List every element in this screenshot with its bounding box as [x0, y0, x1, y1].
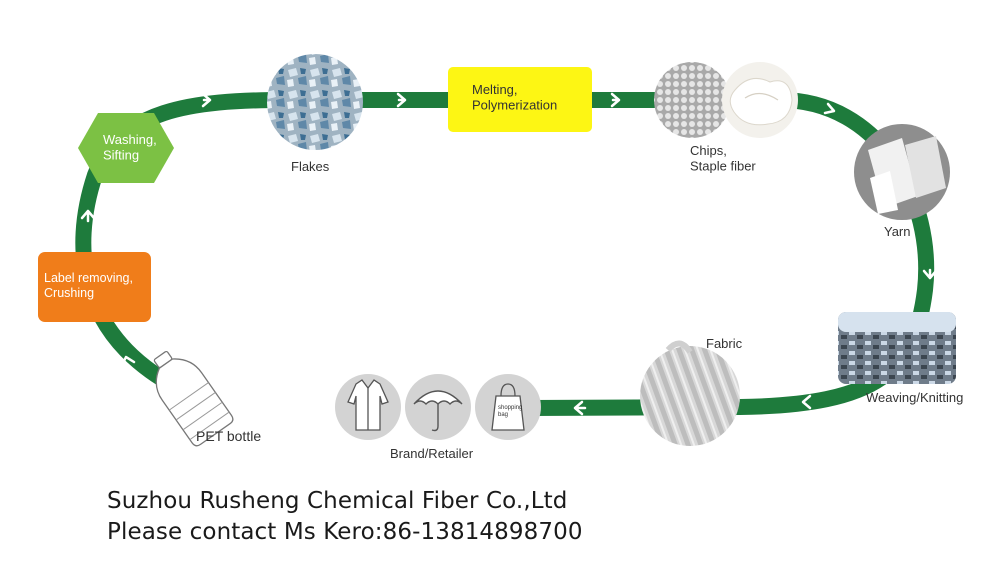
- arrow-left-icon: [573, 400, 587, 416]
- brand-caption: Brand/Retailer: [390, 446, 474, 461]
- chips-caption: Chips,Staple fiber: [690, 143, 756, 174]
- arrow-down-icon: [922, 268, 938, 280]
- arrow-up-icon: [80, 209, 96, 223]
- step-melting: Melting,Polymerization: [448, 67, 592, 132]
- coat-icon: [347, 379, 389, 431]
- step-melting-label: Melting,Polymerization: [472, 82, 557, 113]
- pet-bottle-caption: PET bottle: [196, 428, 261, 444]
- chips-staple-image: Chips,Staple fiber: [654, 62, 798, 174]
- process-track: [75, 92, 935, 416]
- arrow-right-icon: [610, 92, 621, 108]
- umbrella-icon: [413, 390, 463, 432]
- weaving-caption: Weaving/Knitting: [866, 390, 963, 405]
- arrow-right-icon: [823, 102, 836, 115]
- step-washing-label: Washing,Sifting: [103, 132, 157, 163]
- weaving-image: Weaving/Knitting: [838, 312, 963, 405]
- fabric-image: Fabric: [640, 336, 743, 446]
- company-contact: Please contact Ms Kero:86-13814898700: [107, 519, 583, 545]
- step-label-removing: Label removing,Crushing: [38, 252, 151, 322]
- step-washing: Washing,Sifting: [78, 113, 174, 183]
- company-name: Suzhou Rusheng Chemical Fiber Co.,Ltd: [107, 488, 568, 514]
- arrow-up-icon: [120, 355, 136, 367]
- bottle-icon: [153, 350, 234, 447]
- arrow-right-icon: [396, 92, 407, 108]
- step-label-removing-label: Label removing,Crushing: [44, 271, 133, 300]
- yarn-caption: Yarn: [884, 224, 911, 239]
- arrow-right-icon: [201, 92, 212, 108]
- yarn-image: Yarn: [854, 124, 950, 239]
- flakes-image: Flakes: [267, 54, 363, 174]
- flakes-caption: Flakes: [291, 159, 330, 174]
- arrow-left-icon: [801, 394, 812, 410]
- fabric-caption: Fabric: [706, 336, 743, 351]
